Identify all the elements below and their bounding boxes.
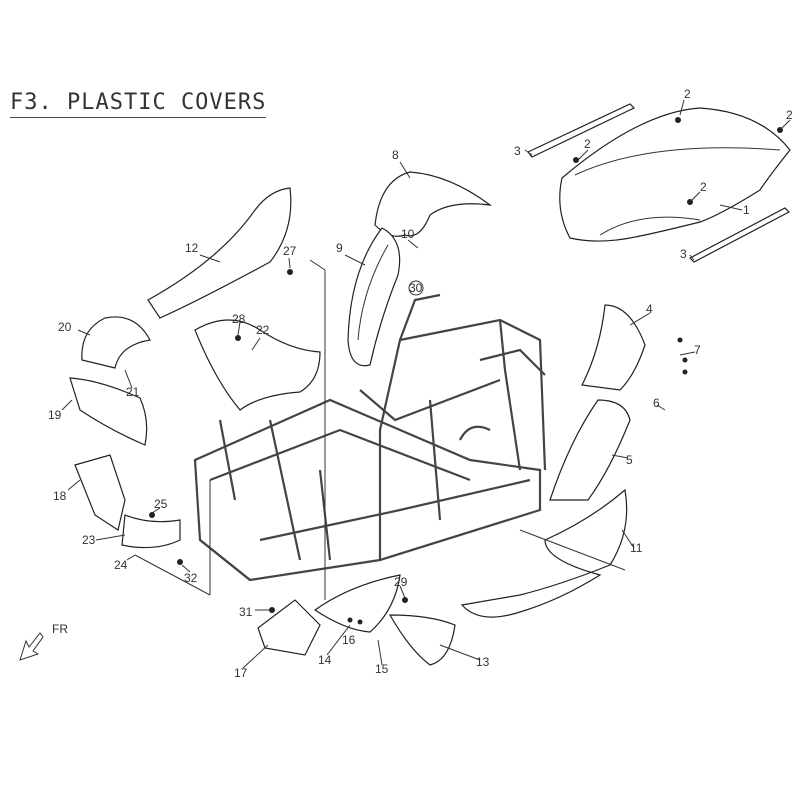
callout-2: 2 xyxy=(684,87,691,101)
callout-11: 11 xyxy=(630,541,643,555)
callout-1: 1 xyxy=(743,203,750,217)
part-5-side-cover xyxy=(549,399,631,501)
callout-18: 18 xyxy=(53,489,67,503)
part-19-cover xyxy=(69,377,148,446)
callout-8: 8 xyxy=(392,148,399,162)
callout-2: 2 xyxy=(584,137,591,151)
callout-30: 30 xyxy=(409,281,423,295)
part-9-cover xyxy=(347,227,401,367)
callout-31: 31 xyxy=(239,605,253,619)
callout-23: 23 xyxy=(82,533,96,547)
diagram-title: F3. PLASTIC COVERS xyxy=(10,90,267,118)
callout-labels: 1 2 2 2 2 3 3 4 5 6 7 8 9 10 11 12 13 14… xyxy=(48,87,793,680)
vehicle-frame xyxy=(193,293,547,582)
leader-lines xyxy=(61,99,791,669)
callout-14: 14 xyxy=(318,653,332,667)
part-3-roof-rail xyxy=(527,103,636,158)
callout-7: 7 xyxy=(694,343,701,357)
callout-28: 28 xyxy=(232,312,246,326)
part-12-cover xyxy=(147,187,292,319)
callout-10: 10 xyxy=(401,227,415,241)
callout-3: 3 xyxy=(680,247,687,261)
part-14-cover xyxy=(313,574,401,633)
callout-20: 20 xyxy=(58,320,72,334)
callout-13: 13 xyxy=(476,655,490,669)
callout-15: 15 xyxy=(375,662,389,676)
part-17-light-housing xyxy=(257,599,321,656)
callout-32: 32 xyxy=(184,571,198,585)
part-22-cover xyxy=(194,319,321,411)
part-1-roof xyxy=(559,107,791,242)
callout-4: 4 xyxy=(646,302,653,316)
fasteners xyxy=(149,117,783,625)
part-13-cover xyxy=(388,614,456,666)
part-20-cover xyxy=(81,316,151,369)
direction-label: FR xyxy=(52,622,68,636)
callout-27: 27 xyxy=(283,244,297,258)
part-18-light-housing xyxy=(74,454,126,531)
callout-21: 21 xyxy=(126,385,140,399)
callout-16: 16 xyxy=(342,633,356,647)
callout-2: 2 xyxy=(786,108,793,122)
callout-25: 25 xyxy=(154,497,168,511)
callout-9: 9 xyxy=(336,241,343,255)
callout-5: 5 xyxy=(626,453,633,467)
part-3-roof-rail xyxy=(688,207,791,263)
part-30-grommet xyxy=(408,280,424,296)
callout-2: 2 xyxy=(700,180,707,194)
callout-17: 17 xyxy=(234,666,248,680)
part-4-side-cover xyxy=(581,304,646,391)
part-11-floor-cover xyxy=(460,488,628,618)
callout-6: 6 xyxy=(653,396,660,410)
callout-19: 19 xyxy=(48,408,62,422)
part-8-cover xyxy=(374,171,493,237)
part-23-bumper-cover xyxy=(121,514,181,549)
front-direction-arrow-icon xyxy=(19,632,44,661)
callout-22: 22 xyxy=(256,323,270,337)
callout-24: 24 xyxy=(114,558,128,572)
callout-12: 12 xyxy=(185,241,199,255)
callout-3: 3 xyxy=(514,144,521,158)
callout-29: 29 xyxy=(394,575,408,589)
